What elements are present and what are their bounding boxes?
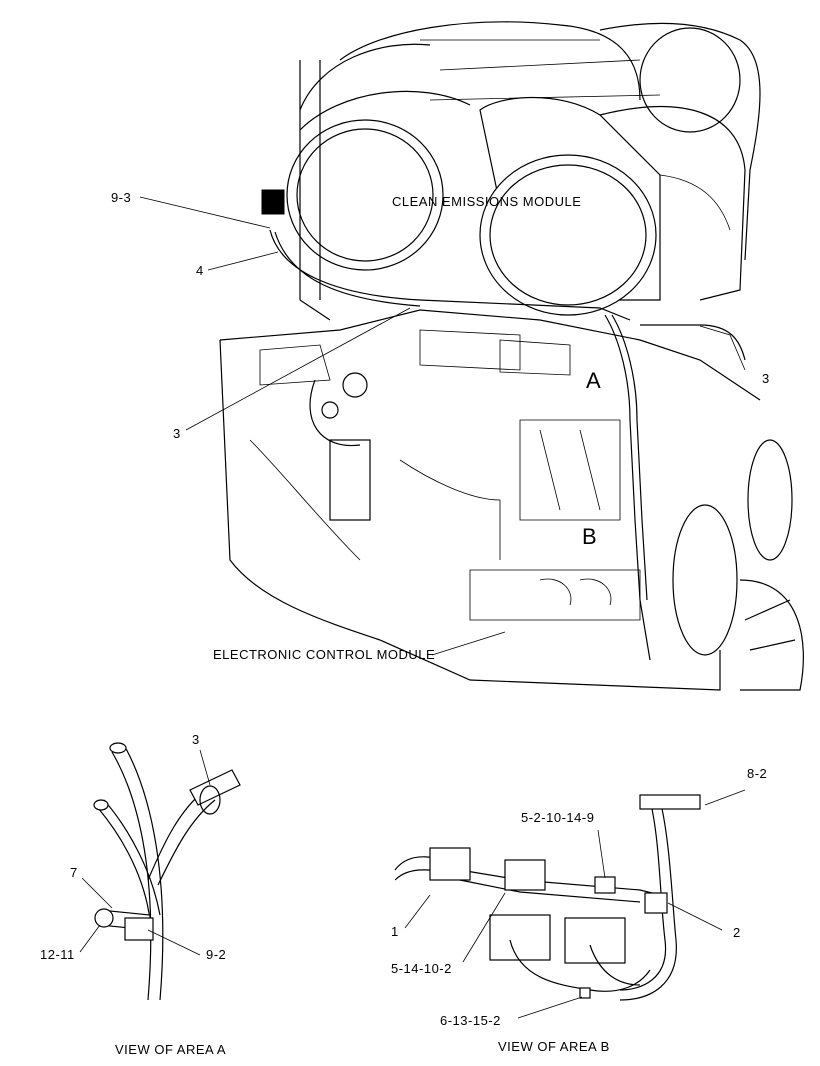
electronic-control-module-label: ELECTRONIC CONTROL MODULE [213,647,436,662]
view-a-callout-7: 7 [70,865,78,880]
view-of-area-a-title: VIEW OF AREA A [115,1042,227,1057]
callout-3-left: 3 [173,426,181,441]
view-a-callout-9-2: 9-2 [206,947,227,962]
clean-emissions-module-label: CLEAN EMISSIONS MODULE [392,194,582,209]
view-b-callout-5-14-10-2: 5-14-10-2 [391,961,452,976]
view-b-callout-5-2-10-14-9: 5-2-10-14-9 [521,810,595,825]
view-a-callout-12-11: 12-11 [40,947,75,962]
view-area-a-drawing [79,742,241,1001]
engine-assembly-drawing [139,21,804,691]
view-b-callout-8-2: 8-2 [747,766,768,781]
area-a-marker: A [586,368,602,393]
view-b-callout-1: 1 [391,924,399,939]
callout-3-right: 3 [762,371,770,386]
view-a-callout-3: 3 [192,732,200,747]
view-b-callout-6-13-15-2: 6-13-15-2 [440,1013,501,1028]
view-area-b-drawing [394,789,746,1019]
callout-4: 4 [196,263,204,278]
view-of-area-b-title: VIEW OF AREA B [498,1039,610,1054]
callout-9-3: 9-3 [111,190,132,205]
area-b-marker: B [582,524,598,549]
view-b-callout-2: 2 [733,925,741,940]
